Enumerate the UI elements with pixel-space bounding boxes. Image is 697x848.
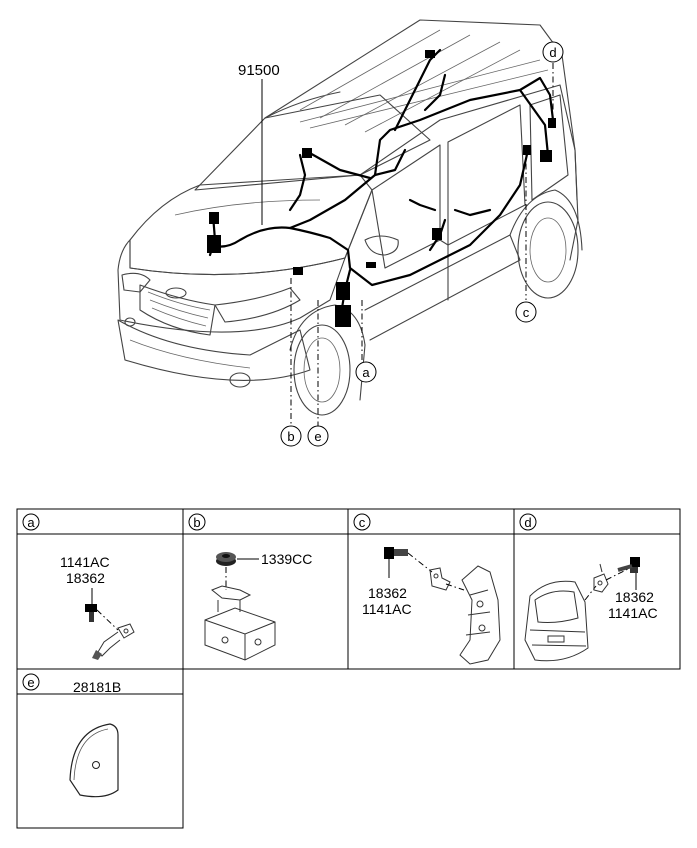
callout-letter-c: c bbox=[523, 305, 530, 320]
panel-header-c: c bbox=[353, 513, 371, 531]
panel-c-label-2: 1141AC bbox=[362, 601, 412, 617]
callout-letter-d: d bbox=[549, 45, 556, 60]
callout-letter-e: e bbox=[314, 429, 321, 444]
bracket-icon bbox=[429, 567, 451, 591]
panel-e-label-1: 28181B bbox=[73, 679, 121, 695]
callout-letter-a: a bbox=[362, 365, 370, 380]
panel-letter-b: b bbox=[193, 515, 200, 530]
grommet-icon bbox=[69, 723, 119, 798]
callout-letter-b: b bbox=[287, 429, 294, 444]
rear-pillar-icon bbox=[459, 565, 501, 665]
panel-header-d: d bbox=[519, 513, 537, 531]
nut-icon bbox=[216, 552, 236, 566]
callout-circle-c: c bbox=[515, 301, 537, 323]
callout-circle-b: b bbox=[280, 425, 302, 447]
panel-header-e: e bbox=[22, 673, 40, 691]
panel-header-a: a bbox=[22, 513, 40, 531]
panel-b-label-1: 1339CC bbox=[261, 551, 312, 567]
panel-b: 1339CC bbox=[204, 551, 312, 661]
callout-leaders bbox=[261, 63, 554, 427]
main-part-number: 91500 bbox=[238, 62, 280, 79]
panel-letter-e: e bbox=[27, 675, 34, 690]
panel-c: 18362 1141AC bbox=[362, 547, 501, 665]
callout-circle-d: d bbox=[542, 41, 564, 63]
panel-d-label-1: 18362 bbox=[615, 589, 654, 605]
panel-a-label-2: 18362 bbox=[66, 570, 105, 586]
panel-e: 28181B bbox=[69, 679, 121, 798]
wiring-harness bbox=[207, 48, 556, 327]
panel-letter-d: d bbox=[524, 515, 531, 530]
callout-circle-e: e bbox=[307, 425, 329, 447]
panel-letter-a: a bbox=[27, 515, 35, 530]
panel-letter-c: c bbox=[359, 515, 366, 530]
airbag-module-icon bbox=[204, 585, 276, 661]
panel-c-label-1: 18362 bbox=[368, 585, 407, 601]
car-illustration bbox=[117, 19, 583, 416]
panel-header-b: b bbox=[188, 513, 206, 531]
bolt-icon bbox=[617, 557, 640, 573]
panel-a-label-1: 1141AC bbox=[60, 554, 110, 570]
panel-d-label-2: 1141AC bbox=[608, 605, 658, 621]
callout-circle-a: a bbox=[355, 361, 377, 383]
ground-terminal-icon bbox=[92, 623, 135, 660]
panel-d: 18362 1141AC bbox=[524, 557, 658, 662]
panel-a: 1141AC 18362 bbox=[60, 554, 135, 660]
bolt-icon bbox=[85, 604, 97, 622]
tailgate-icon bbox=[524, 580, 589, 662]
detail-grid bbox=[16, 508, 681, 829]
bolt-icon bbox=[384, 547, 408, 559]
bracket-icon bbox=[593, 563, 609, 593]
